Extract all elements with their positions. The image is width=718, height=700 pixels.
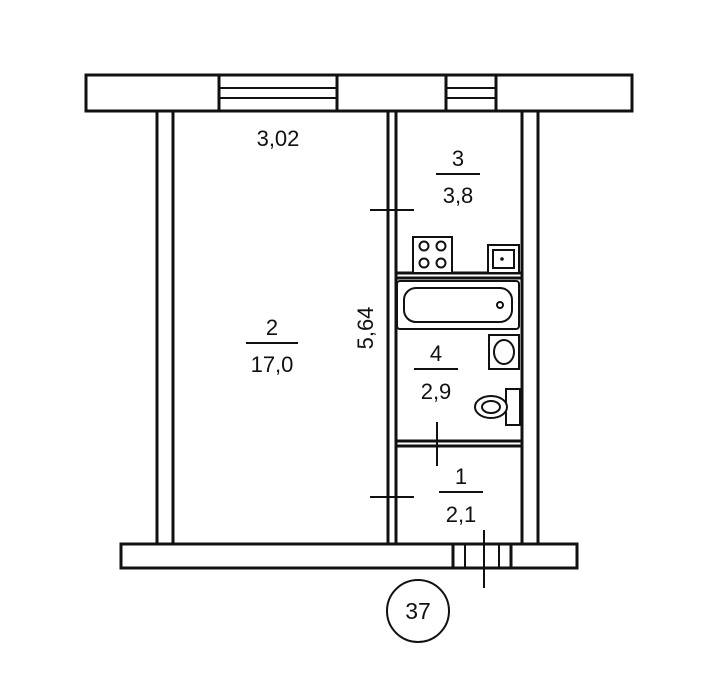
room-1-label: 1 2,1 (439, 464, 483, 527)
bathtub-icon (396, 280, 520, 330)
interior-partition (386, 109, 398, 546)
room-number: 4 (430, 341, 442, 366)
room-4-label: 4 2,9 (414, 341, 458, 404)
apartment-number: 37 (405, 598, 431, 624)
toilet-icon (474, 388, 521, 426)
entrance-door (451, 530, 513, 588)
room-2-label: 2 17,0 (246, 315, 298, 377)
top-exterior-wall (84, 73, 634, 113)
bath-hall-partition (394, 439, 524, 448)
room-number: 2 (266, 315, 278, 340)
room-area: 17,0 (251, 352, 294, 377)
room-number: 1 (455, 464, 467, 489)
window-left (217, 73, 339, 113)
room-3-label: 3 3,8 (436, 146, 480, 208)
left-exterior-wall (155, 109, 175, 546)
stove-icon (412, 236, 453, 274)
room-area: 2,1 (446, 502, 477, 527)
apartment-number-badge: 37 (386, 579, 450, 643)
room-area: 3,8 (443, 183, 474, 208)
right-exterior-wall (520, 109, 540, 546)
width-dimension: 3,02 (257, 126, 300, 151)
washbasin-icon (488, 334, 520, 370)
kitchen-bath-partition (394, 271, 524, 280)
window-right (444, 73, 498, 113)
room-area: 2,9 (421, 379, 452, 404)
length-dimension: 5,64 (353, 307, 378, 350)
room-number: 3 (452, 146, 464, 171)
kitchen-sink-icon (487, 244, 520, 274)
